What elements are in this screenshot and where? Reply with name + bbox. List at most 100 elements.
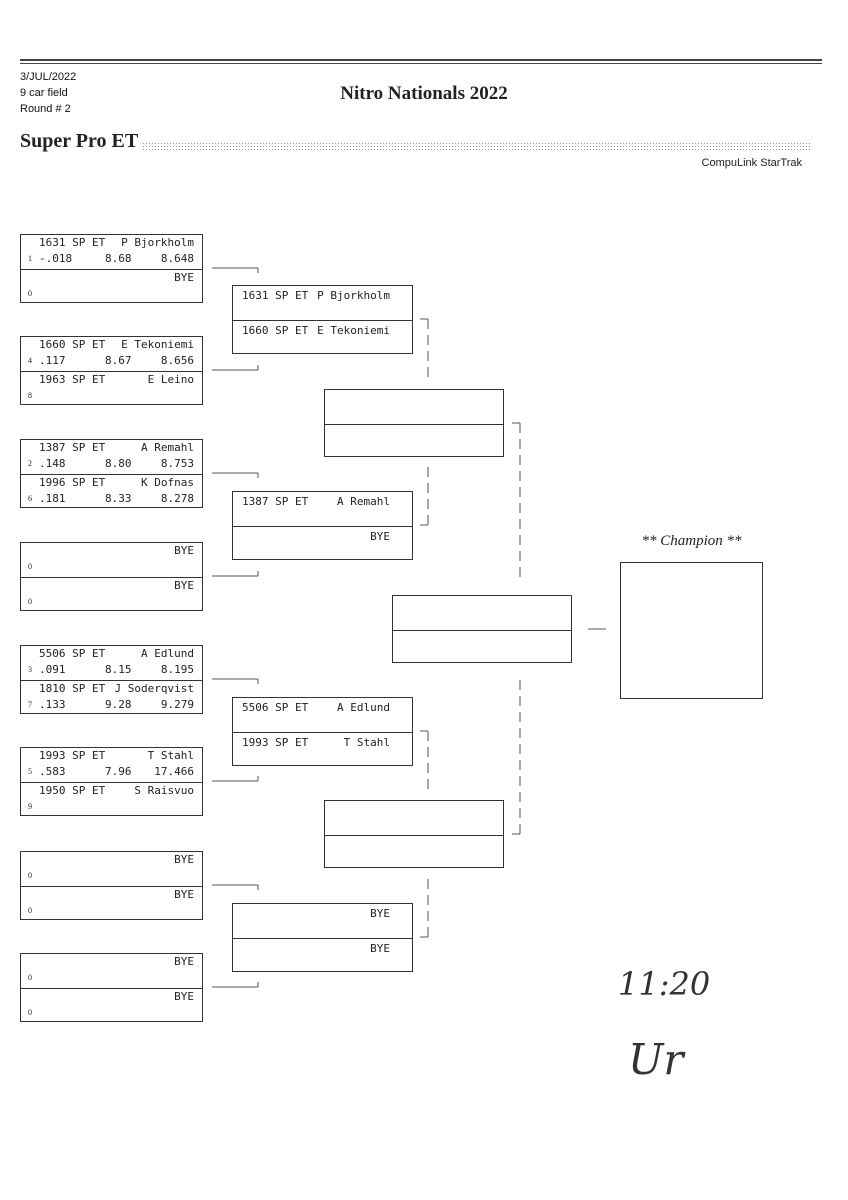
entry-bottom: BYE 0 [21, 886, 202, 921]
elapsed-time: 8.648 [160, 252, 194, 265]
driver-name: BYE [370, 907, 390, 920]
top-rule [20, 59, 822, 61]
entry-bottom: 1810 SP ET J Soderqvist 7 .133 9.28 9.279 [21, 680, 202, 715]
final-box [392, 595, 572, 663]
entry-bottom: BYE 0 [21, 269, 202, 304]
handwritten-initials: Ur [628, 1035, 684, 1084]
reaction-time: .117 [39, 354, 66, 367]
car-number: 1963 SP ET [39, 373, 106, 386]
round3-box-1 [324, 389, 504, 457]
seed-number: 0 [28, 597, 32, 606]
dial-in: 8.80 [105, 457, 132, 470]
entry-top: BYE 0 [21, 543, 202, 577]
elapsed-time: 8.656 [160, 354, 194, 367]
elapsed-time: 8.278 [160, 492, 194, 505]
driver-name: T Stahl [147, 749, 194, 762]
driver-name: BYE [174, 271, 194, 284]
reaction-time: .091 [39, 663, 66, 676]
seed-number: 8 [28, 391, 32, 400]
event-title: Nitro Nationals 2022 [340, 83, 508, 104]
driver-name: BYE [174, 888, 194, 901]
seed-number: 5 [28, 767, 32, 776]
driver-name: A Remahl [337, 495, 390, 508]
driver-name: BYE [174, 544, 194, 557]
driver-name: BYE [174, 955, 194, 968]
driver-name: BYE [174, 853, 194, 866]
seed-number: 0 [28, 871, 32, 880]
driver-name: J Soderqvist [114, 682, 194, 695]
car-number: 5506 SP ET [39, 647, 106, 660]
driver-name: E Tekoniemi [121, 338, 194, 351]
car-number: 1660 SP ET [39, 338, 106, 351]
entry-bottom: BYE [233, 938, 412, 973]
elapsed-time: 17.466 [154, 765, 194, 778]
dial-in: 7.96 [105, 765, 132, 778]
dial-in: 9.28 [105, 698, 132, 711]
round2-match-4: BYE BYE [232, 903, 413, 972]
dial-in: 8.67 [105, 354, 132, 367]
seed-number: 6 [28, 494, 32, 503]
elapsed-time: 8.753 [160, 457, 194, 470]
dial-in: 8.33 [105, 492, 132, 505]
car-number: 1660 SP ET [242, 324, 309, 337]
driver-name: BYE [370, 530, 390, 543]
car-number: 1631 SP ET [242, 289, 309, 302]
entry-bottom: 1963 SP ET E Leino 8 [21, 371, 202, 406]
reaction-time: -.018 [39, 252, 73, 265]
top-rule-thin [20, 63, 822, 64]
entry-top: BYE 0 [21, 954, 202, 988]
champion-box [620, 562, 763, 699]
entry-top: 1387 SP ET A Remahl [233, 492, 412, 526]
seed-number: 0 [28, 1008, 32, 1017]
seed-number: 7 [28, 700, 32, 709]
car-number: 1631 SP ET [39, 236, 106, 249]
class-title: Super Pro ET [20, 130, 139, 152]
reaction-time: .133 [39, 698, 66, 711]
car-number: 5506 SP ET [242, 701, 309, 714]
car-number: 1810 SP ET [39, 682, 106, 695]
seed-number: 0 [28, 562, 32, 571]
handwritten-time: 11:20 [618, 965, 711, 1003]
car-number: 1996 SP ET [39, 476, 106, 489]
reaction-time: .148 [39, 457, 66, 470]
driver-name: A Edlund [141, 647, 194, 660]
driver-name: BYE [370, 942, 390, 955]
dial-in: 8.15 [105, 663, 132, 676]
driver-name: A Remahl [141, 441, 194, 454]
seed-number: 0 [28, 289, 32, 298]
car-number: 1387 SP ET [39, 441, 106, 454]
entry-top: BYE [233, 904, 412, 938]
round-number: Round # 2 [20, 103, 71, 115]
driver-name: P Bjorkholm [121, 236, 194, 249]
car-number: 1993 SP ET [242, 736, 309, 749]
seed-number: 0 [28, 906, 32, 915]
seed-number: 0 [28, 973, 32, 982]
driver-name: BYE [174, 579, 194, 592]
round3-box-2 [324, 800, 504, 868]
dotted-divider [142, 142, 812, 152]
driver-name: S Raisvuo [134, 784, 194, 797]
seed-number: 1 [28, 254, 32, 263]
champion-label: ** Champion ** [641, 533, 742, 549]
car-number: 1387 SP ET [242, 495, 309, 508]
seed-number: 9 [28, 802, 32, 811]
driver-name: E Leino [147, 373, 194, 386]
elapsed-time: 9.279 [160, 698, 194, 711]
seed-number: 3 [28, 665, 32, 674]
